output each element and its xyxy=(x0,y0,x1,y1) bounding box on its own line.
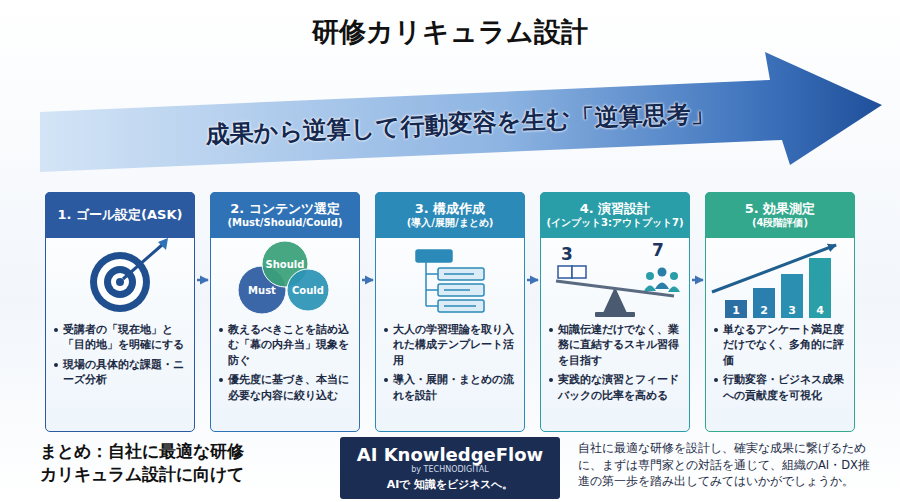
chart-bar: 4 xyxy=(809,258,831,318)
bar-number: 2 xyxy=(760,304,768,317)
card-title: 2. コンテンツ選定 xyxy=(230,201,340,217)
card-subtitle: (Must/Should/Could) xyxy=(227,217,342,230)
summary-text: 自社に最適な研修を設計し、確実な成果に繋げるために、まずは専門家との対話を通じて… xyxy=(578,440,878,490)
bullet-text: 導入・展開・まとめの流れを設計 xyxy=(383,372,519,403)
step-card: 5. 効果測定(4段階評価) 単なるアンケート満足度だけでなく、多角的に評価行動変… xyxy=(705,192,855,432)
bar-number: 1 xyxy=(732,304,740,317)
chart-bar: 3 xyxy=(781,274,803,318)
ratio-number: 7 xyxy=(652,240,672,260)
step-connector xyxy=(692,279,703,282)
arrow-band: 成果から逆算して行動変容を生む「逆算思考」 xyxy=(30,45,890,175)
ratio-number: 3 xyxy=(561,244,581,264)
bullet-text: 実践的な演習とフィードバックの比率を高める xyxy=(548,372,684,403)
card-subtitle: (4段階評価) xyxy=(752,217,808,230)
summary-heading: まとめ：自社に最適な研修 カリキュラム設計に向けて xyxy=(40,440,252,486)
bullet-text: 行動変容・ビジネス成果への貢献度を可視化 xyxy=(713,372,849,403)
card-header: 1. ゴール設定(ASK) xyxy=(45,192,195,238)
bullet-text: 知識伝達だけでなく、業務に直結するスキル習得を目指す xyxy=(548,322,684,368)
bullet-text: 受講者の「現在地」と「目的地」を明確にする xyxy=(53,322,189,353)
step-card: 2. コンテンツ選定(Must/Should/Could) 教えるべきことを詰め込… xyxy=(210,192,360,432)
card-subtitle: (導入/展開/まとめ) xyxy=(407,217,493,230)
chart-bar: 2 xyxy=(753,288,775,318)
step-card: 3. 構成作成(導入/展開/まとめ) 大人の学習理論を取り入れた構成テンプレート活… xyxy=(375,192,525,432)
card-header: 2. コンテンツ選定(Must/Should/Could) xyxy=(210,192,360,238)
logo-tagline: AIで 知識をビジネスへ。 xyxy=(387,478,513,492)
logo-box: AI KnowledgeFlowby TECHNODIGITAL AIで 知識をビ… xyxy=(340,437,560,499)
logo-company: by TECHNODIGITAL xyxy=(411,465,488,475)
card-header: 5. 効果測定(4段階評価) xyxy=(705,192,855,238)
card-header: 4. 演習設計(インプット3:アウトプット7) xyxy=(540,192,690,238)
priority-circle: Could xyxy=(287,269,329,311)
bullet-text: 教えるべきことを詰め込む「幕の内弁当」現象を防ぐ xyxy=(218,322,354,368)
bullet-text: 優先度に基づき、本当に必要な内容に絞り込む xyxy=(218,372,354,403)
card-title: 3. 構成作成 xyxy=(415,201,486,217)
card-header: 3. 構成作成(導入/展開/まとめ) xyxy=(375,192,525,238)
bar-number: 3 xyxy=(788,304,796,317)
step-connector xyxy=(197,279,208,282)
step-connector xyxy=(527,279,538,282)
circle-label: Could xyxy=(292,285,324,296)
bullet-text: 大人の学習理論を取り入れた構成テンプレート活用 xyxy=(383,322,519,368)
logo-name: AI KnowledgeFlow xyxy=(357,444,543,466)
card-title: 5. 効果測定 xyxy=(745,201,816,217)
bar-number: 4 xyxy=(816,304,824,317)
step-card: 1. ゴール設定(ASK) 受講者の「現在地」と「目的地」を明確にする現場の具体的… xyxy=(45,192,195,432)
step-connector xyxy=(362,279,373,282)
bullet-text: 現場の具体的な課題・ニーズ分析 xyxy=(53,357,189,388)
circle-label: Must xyxy=(248,285,276,296)
card-title: 4. 演習設計 xyxy=(580,201,651,217)
card-subtitle: (インプット3:アウトプット7) xyxy=(546,217,683,230)
circle-label: Should xyxy=(266,259,305,270)
chart-bar: 1 xyxy=(725,300,747,318)
step-card: 4. 演習設計(インプット3:アウトプット7) 知識伝達だけでなく、業務に直結する… xyxy=(540,192,690,432)
bullet-text: 単なるアンケート満足度だけでなく、多角的に評価 xyxy=(713,322,849,368)
page-title: 研修カリキュラム設計 xyxy=(0,14,900,50)
card-title: 1. ゴール設定(ASK) xyxy=(58,207,183,223)
